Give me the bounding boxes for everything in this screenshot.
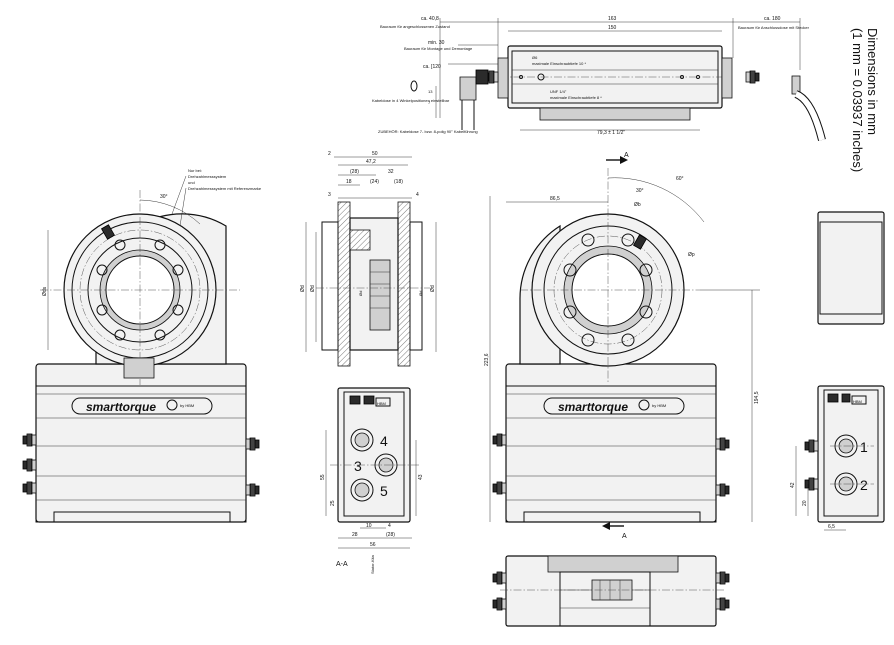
sec-conn-5: 5 [380,483,388,499]
note-zubehoer: ZUBEHÖR: Kabeldose 7- bzw. 8-polig 90° K… [378,129,478,134]
side-dim-6-5: 6,5 [828,524,835,530]
main-angle-30: 30° [636,188,644,194]
dim-ca-120: ca. [120 [423,64,441,70]
side-dim-20: 20 [802,500,808,506]
sec-dim-18: 18 [346,179,352,185]
main-logo-by: by HBM [652,403,666,408]
front-logo-by: by HBM [180,403,194,408]
sec-label-aa: A-A [336,561,348,568]
sec-conn-3: 3 [354,458,362,474]
sec-dim-d3: Ød [358,291,363,296]
sec-dim-2: 2 [328,151,331,157]
side-dim-42: 42 [790,482,796,488]
side-view: HBM 1 2 42 20 6,5 [790,211,885,531]
main-angle-60: 60° [676,176,684,182]
main-dim-86-5: 86,5 [550,196,560,202]
sec-dim-55: 55 [320,474,326,480]
front-note-dreh-ref: Drehzahlmesssystem mit Referenzmarke [188,186,262,191]
sec-dim-d5: Ød [430,285,436,292]
side-conn-2: 2 [860,477,868,493]
main-dim-p: Øp [688,252,695,258]
sec-conn-4: 4 [380,433,388,449]
dim-d6: Ø6 [532,55,538,60]
section-view: 50 2 47,2 (28) 32 18 (24) (18) 3 4 Ød Ød… [300,151,437,574]
front-dim-ds: Øds [42,286,48,296]
note-einschraub-8: maximale Einschraubtiefe 8 * [550,95,602,100]
main-dim-194-5: 194,5 [754,391,760,404]
sec-dim-d1: Ød [300,285,306,292]
sec-dim-43: 43 [418,474,424,480]
units-line1: Dimensions in mm [865,28,880,135]
sec-dim-4b: 4 [388,523,391,529]
front-angle-30: 30° [160,194,168,200]
dim-150: 150 [608,25,617,31]
front-note-und: und [188,180,195,185]
sec-dim-25: 25 [330,500,336,506]
dim-13: 13 [428,89,433,94]
sec-dim-10: 10 [366,523,372,529]
front-logo-text: smarttorque [86,400,156,414]
sec-dim-56: 56 [370,542,376,548]
units-line2: (1 mm = 0.03937 inches) [850,28,865,172]
sec-dim-32: 32 [388,169,394,175]
dim-79-3: 79,3 ± 1 1/2" [597,130,625,136]
sec-dim-47-2: 47,2 [366,159,376,165]
sec-dim-50: 50 [372,151,378,157]
front-note-dreh: Drehzahlmesssystem [188,174,227,179]
sec-dim-28h: (28) [350,169,359,175]
side-badge: HBM [853,399,862,404]
units-caption: Dimensions in mm (1 mm = 0.03937 inches) [850,28,880,172]
note-bauraum-montage: Bauraum für Montage und Demontage [404,46,473,51]
dim-180: ca. 180 [764,16,781,22]
main-dim-223-6: 223,6 [484,353,490,366]
sec-dim-d4: Ød [418,291,423,296]
note-einschraub-10: maximale Einschraubtiefe 10 * [532,61,586,66]
front-view: smarttorque by HBM Øds 30° Nur bei [22,168,262,523]
sec-dim-18b: (18) [394,179,403,185]
sec-dim-28b: (28) [386,532,395,538]
dim-unf: UNF 1/4" [550,89,567,94]
dim-min-30: min. 30 [428,40,445,46]
front-note-nur-bei: Nur bei: [188,168,202,173]
main-dim-b: Øb [634,202,641,208]
sec-dim-d2: Ød [310,285,316,292]
sec-badge: HBM [377,401,386,406]
note-kabeldose: Kabeldose in 4 Winkelpositionen einstell… [372,98,450,103]
main-logo-text: smarttorque [558,400,628,414]
sec-dim-4: 4 [416,192,419,198]
main-view: A A 86,5 223,6 194,5 30° 60° Øb Øp smart… [484,152,760,540]
dim-7: 7 [428,100,431,105]
main-section-a-top: A [624,152,629,159]
sec-dim-28: 28 [352,532,358,538]
bottom-view [492,555,730,627]
dim-163: 163 [608,16,617,22]
top-view: 163 150 ca. 180 Bauraum für Anschlussdos… [372,16,826,141]
sec-dim-3: 3 [328,192,331,198]
main-section-a-bottom: A [622,533,627,540]
note-bauraum-left: Bauraum für angeschlossenen Zustand [380,24,450,29]
dim-40-8: ca. 40,8 [421,16,439,22]
side-conn-1: 1 [860,439,868,455]
sec-note-stator: Stator-Kita [370,554,375,574]
note-bauraum-right: Bauraum für Anschlussdose mit Stecker [738,25,810,30]
sec-dim-24: (24) [370,179,379,185]
